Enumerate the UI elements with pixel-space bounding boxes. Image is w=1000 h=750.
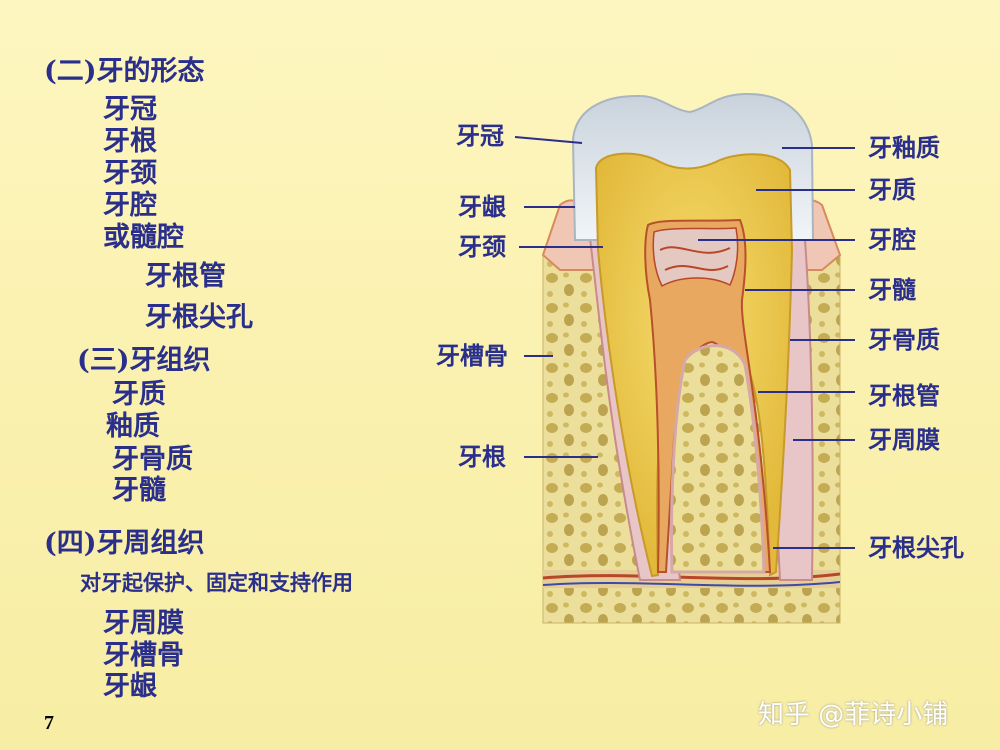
section-title-tissue: (三)牙组织 xyxy=(77,345,211,376)
label-crown: 牙冠 xyxy=(456,121,504,150)
label-neck: 牙颈 xyxy=(458,232,506,261)
item-pulp-cavity: 或髓腔 xyxy=(103,222,184,253)
label-cementum: 牙骨质 xyxy=(868,325,940,354)
vessel-line-2 xyxy=(542,581,841,587)
item-alveolar-bone: 牙槽骨 xyxy=(103,640,184,671)
label-periodontal-ligament: 牙周膜 xyxy=(868,425,940,454)
item-root: 牙根 xyxy=(103,126,157,157)
item-periodontal-ligament: 牙周膜 xyxy=(103,608,184,639)
label-pulp: 牙髓 xyxy=(868,275,916,304)
item-cementum: 牙骨质 xyxy=(112,444,193,475)
item-cavity: 牙腔 xyxy=(103,190,157,221)
label-gingiva: 牙龈 xyxy=(458,192,506,221)
label-cavity: 牙腔 xyxy=(868,225,916,254)
label-alveolar-bone: 牙槽骨 xyxy=(436,341,508,370)
item-neck: 牙颈 xyxy=(103,158,157,189)
label-dentin: 牙质 xyxy=(868,175,916,204)
item-crown: 牙冠 xyxy=(103,94,157,125)
item-enamel: 釉质 xyxy=(106,411,160,442)
item-dentin: 牙质 xyxy=(112,379,166,410)
label-root: 牙根 xyxy=(458,442,506,471)
interradicular-septum xyxy=(670,344,766,574)
item-apical-foramen: 牙根尖孔 xyxy=(145,302,253,333)
label-enamel: 牙釉质 xyxy=(868,133,940,162)
item-root-canal: 牙根管 xyxy=(145,261,226,292)
section-title-periodontium: (四)牙周组织 xyxy=(44,528,205,559)
watermark: 知乎 @菲诗小铺 xyxy=(758,700,949,730)
leader-crown xyxy=(514,136,583,144)
section-title-morphology: (二)牙的形态 xyxy=(44,56,205,87)
label-root-canal: 牙根管 xyxy=(868,381,940,410)
item-gingiva: 牙龈 xyxy=(103,671,157,702)
label-apical-foramen: 牙根尖孔 xyxy=(868,533,964,562)
item-pulp: 牙髓 xyxy=(112,475,166,506)
periodontium-note: 对牙起保护、固定和支持作用 xyxy=(80,570,353,595)
pulp-chamber xyxy=(652,227,739,288)
pulp-vessels xyxy=(659,246,731,271)
page-number: 7 xyxy=(44,712,54,734)
